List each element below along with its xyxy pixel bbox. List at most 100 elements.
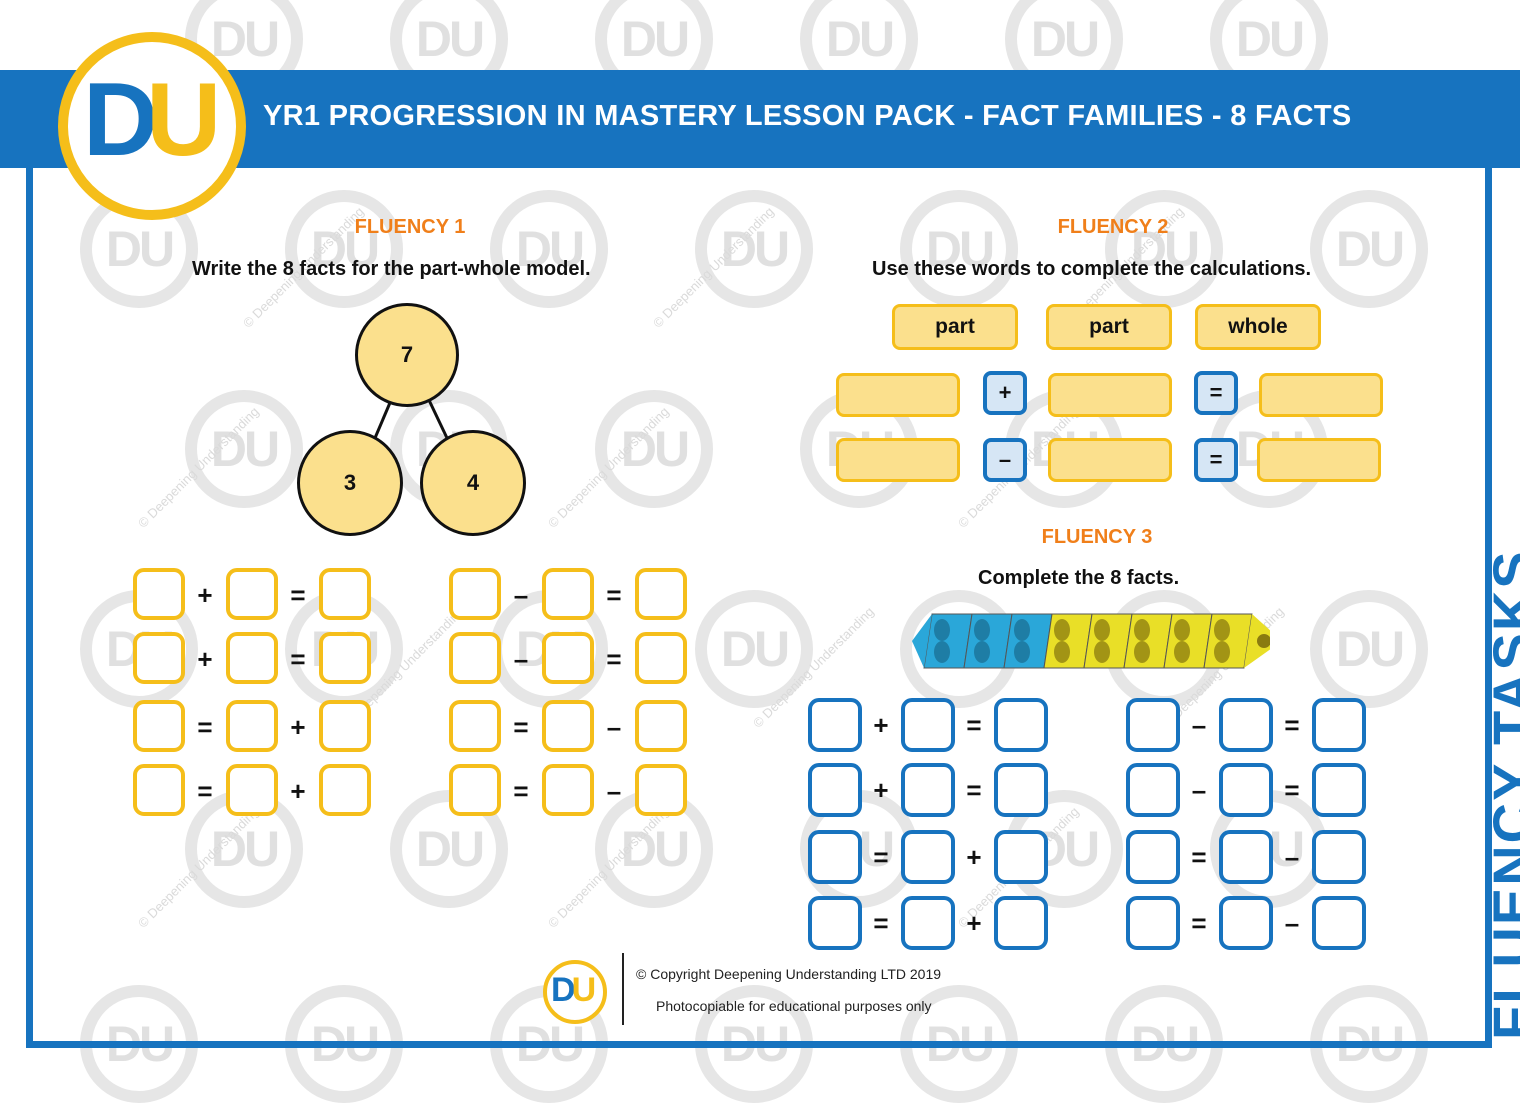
equals-sign: =	[1284, 775, 1300, 805]
blue-cube	[923, 613, 973, 669]
equals-sign: =	[513, 712, 529, 742]
undefined[interactable]	[226, 700, 278, 752]
undefined[interactable]	[901, 698, 955, 752]
plus-sign: +	[966, 908, 982, 938]
linking-cubes	[912, 613, 1270, 669]
whole-circle: 7	[355, 303, 459, 407]
calc-answer-box[interactable]	[1259, 373, 1383, 417]
calc-answer-box[interactable]	[836, 373, 960, 417]
undefined[interactable]	[901, 896, 955, 950]
fluency2-heading: FLUENCY 2	[1057, 216, 1169, 238]
undefined[interactable]	[133, 700, 185, 752]
equals-sign: =	[606, 644, 622, 674]
calc-answer-box[interactable]	[1048, 438, 1172, 482]
yellow-cube	[1043, 613, 1093, 669]
minus-sign: –	[606, 712, 622, 742]
word-card-part[interactable]: part	[892, 304, 1018, 350]
equals-sign: =	[1284, 710, 1300, 740]
fluency3-instruction: Complete the 8 facts.	[978, 567, 1180, 589]
footer-logo-letters: DU	[551, 971, 596, 1009]
undefined[interactable]	[133, 764, 185, 816]
du-logo: DU	[83, 68, 223, 172]
logo-letter-d: D	[83, 62, 158, 178]
undefined[interactable]	[133, 632, 185, 684]
undefined[interactable]	[1126, 896, 1180, 950]
undefined[interactable]	[1219, 698, 1273, 752]
undefined[interactable]	[449, 632, 501, 684]
undefined[interactable]	[449, 568, 501, 620]
footer-logo	[543, 960, 607, 1024]
plus-operator: +	[983, 371, 1027, 415]
equals-sign: =	[1191, 908, 1207, 938]
calc-answer-box[interactable]	[1257, 438, 1381, 482]
equals-sign: =	[966, 710, 982, 740]
undefined[interactable]	[319, 764, 371, 816]
word-card-part[interactable]: part	[1046, 304, 1172, 350]
undefined[interactable]	[1126, 698, 1180, 752]
undefined[interactable]	[1219, 830, 1273, 884]
minus-sign: –	[513, 644, 529, 674]
plus-sign: +	[290, 776, 306, 806]
calc-answer-box[interactable]	[1048, 373, 1172, 417]
undefined[interactable]	[994, 763, 1048, 817]
undefined[interactable]	[449, 700, 501, 752]
plus-sign: +	[873, 775, 889, 805]
blue-cube	[1003, 613, 1053, 669]
undefined[interactable]	[319, 700, 371, 752]
undefined[interactable]	[1219, 763, 1273, 817]
fluency3-heading: FLUENCY 3	[1041, 526, 1153, 548]
minus-sign: –	[1191, 710, 1207, 740]
watermark-logo: DU	[1105, 190, 1223, 308]
equals-sign: =	[873, 842, 889, 872]
undefined[interactable]	[808, 896, 862, 950]
undefined[interactable]	[133, 568, 185, 620]
undefined[interactable]	[319, 568, 371, 620]
undefined[interactable]	[319, 632, 371, 684]
undefined[interactable]	[542, 700, 594, 752]
undefined[interactable]	[635, 764, 687, 816]
undefined[interactable]	[901, 830, 955, 884]
undefined[interactable]	[542, 632, 594, 684]
cube-stick-left-end	[912, 614, 932, 668]
undefined[interactable]	[635, 700, 687, 752]
undefined[interactable]	[808, 698, 862, 752]
word-card-whole[interactable]: whole	[1195, 304, 1321, 350]
equals-sign: =	[197, 776, 213, 806]
minus-sign: –	[513, 580, 529, 610]
calc-answer-box[interactable]	[836, 438, 960, 482]
undefined[interactable]	[635, 632, 687, 684]
equals-sign: =	[1191, 842, 1207, 872]
undefined[interactable]	[226, 568, 278, 620]
undefined[interactable]	[808, 763, 862, 817]
undefined[interactable]	[635, 568, 687, 620]
fluency2-instruction: Use these words to complete the calculat…	[872, 258, 1312, 280]
equals-sign: =	[606, 580, 622, 610]
plus-sign: +	[290, 712, 306, 742]
plus-sign: +	[873, 710, 889, 740]
yellow-cube	[1123, 613, 1173, 669]
undefined[interactable]	[901, 763, 955, 817]
undefined[interactable]	[1312, 698, 1366, 752]
minus-sign: –	[606, 776, 622, 806]
undefined[interactable]	[542, 764, 594, 816]
undefined[interactable]	[1312, 763, 1366, 817]
page-title: YR1 PROGRESSION IN MASTERY LESSON PACK -…	[263, 100, 1352, 132]
footer-divider	[622, 953, 624, 1025]
undefined[interactable]	[226, 632, 278, 684]
undefined[interactable]	[1219, 896, 1273, 950]
side-label: FLUENCY TASKS	[1481, 549, 1520, 1040]
undefined[interactable]	[1126, 830, 1180, 884]
equals-sign: =	[290, 644, 306, 674]
undefined[interactable]	[226, 764, 278, 816]
undefined[interactable]	[1312, 896, 1366, 950]
undefined[interactable]	[808, 830, 862, 884]
equals-sign: =	[290, 580, 306, 610]
undefined[interactable]	[994, 896, 1048, 950]
undefined[interactable]	[994, 830, 1048, 884]
undefined[interactable]	[449, 764, 501, 816]
undefined[interactable]	[1126, 763, 1180, 817]
blue-cube	[963, 613, 1013, 669]
undefined[interactable]	[994, 698, 1048, 752]
undefined[interactable]	[1312, 830, 1366, 884]
undefined[interactable]	[542, 568, 594, 620]
